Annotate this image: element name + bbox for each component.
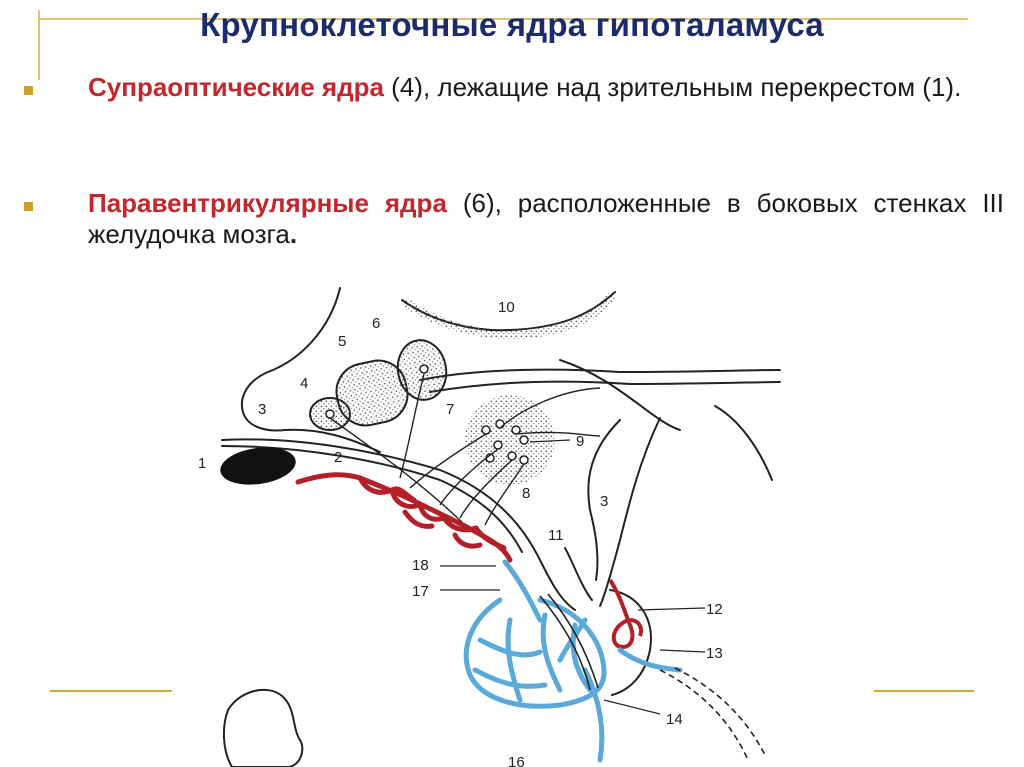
label-10: 10 — [498, 299, 515, 316]
label-14: 14 — [666, 711, 683, 728]
label-3: 3 — [258, 401, 266, 418]
decorative-frame-vertical — [38, 10, 40, 80]
bullet-2-end: . — [289, 219, 298, 249]
optic-chiasm — [220, 447, 296, 485]
label-3-second: 3 — [600, 493, 608, 510]
primary-capillary-network — [295, 472, 513, 563]
footer-line-left — [50, 690, 172, 692]
label-12: 12 — [706, 601, 723, 618]
bullet-paraventricular: Паравентрикулярные ядра (6), расположенн… — [88, 188, 1004, 250]
label-1: 1 — [198, 455, 206, 472]
structure-9 — [465, 395, 555, 485]
bullet-1-text: (4), лежащие над зрительным перекрестом … — [383, 72, 962, 102]
bullet-1-highlight: Супраоптические ядра — [88, 72, 384, 102]
bullet-supraoptic: Супраоптические ядра (4), лежащие над зр… — [88, 72, 1004, 103]
paraventricular-neuron — [419, 364, 429, 374]
label-18: 18 — [412, 557, 429, 574]
brain-outline — [221, 287, 781, 696]
posterior-lobe — [539, 593, 766, 761]
bone-fragment — [222, 688, 304, 767]
label-7: 7 — [446, 401, 454, 418]
footer-line-right — [874, 690, 974, 692]
label-5: 5 — [338, 333, 346, 350]
supraoptic-neuron — [325, 409, 335, 419]
label-11: 11 — [548, 527, 564, 544]
label-13: 13 — [706, 645, 723, 662]
slide-title: Крупноклеточные ядра гипоталамуса — [200, 6, 824, 43]
decorative-frame-horizontal — [38, 18, 968, 20]
bullet-marker-1 — [24, 86, 33, 95]
label-17: 17 — [412, 583, 429, 600]
label-9: 9 — [576, 433, 584, 450]
bullet-2-highlight: Паравентрикулярные ядра — [88, 188, 447, 218]
secondary-capillary-network — [608, 578, 643, 649]
label-2: 2 — [334, 449, 342, 466]
label-8: 8 — [522, 485, 530, 502]
structure-10 — [402, 293, 616, 339]
bullet-2-text: (6), расположенные в боковых стенках III… — [88, 188, 1004, 249]
bullet-marker-2 — [24, 202, 33, 211]
label-6: 6 — [372, 315, 380, 332]
label-16: 16 — [508, 754, 525, 767]
label-leader-lines — [440, 439, 706, 715]
axons — [329, 373, 601, 531]
label-4: 4 — [300, 375, 308, 392]
diagram-labels: 1 2 3 4 5 6 7 8 9 10 3 11 12 13 14 16 17… — [198, 299, 723, 767]
